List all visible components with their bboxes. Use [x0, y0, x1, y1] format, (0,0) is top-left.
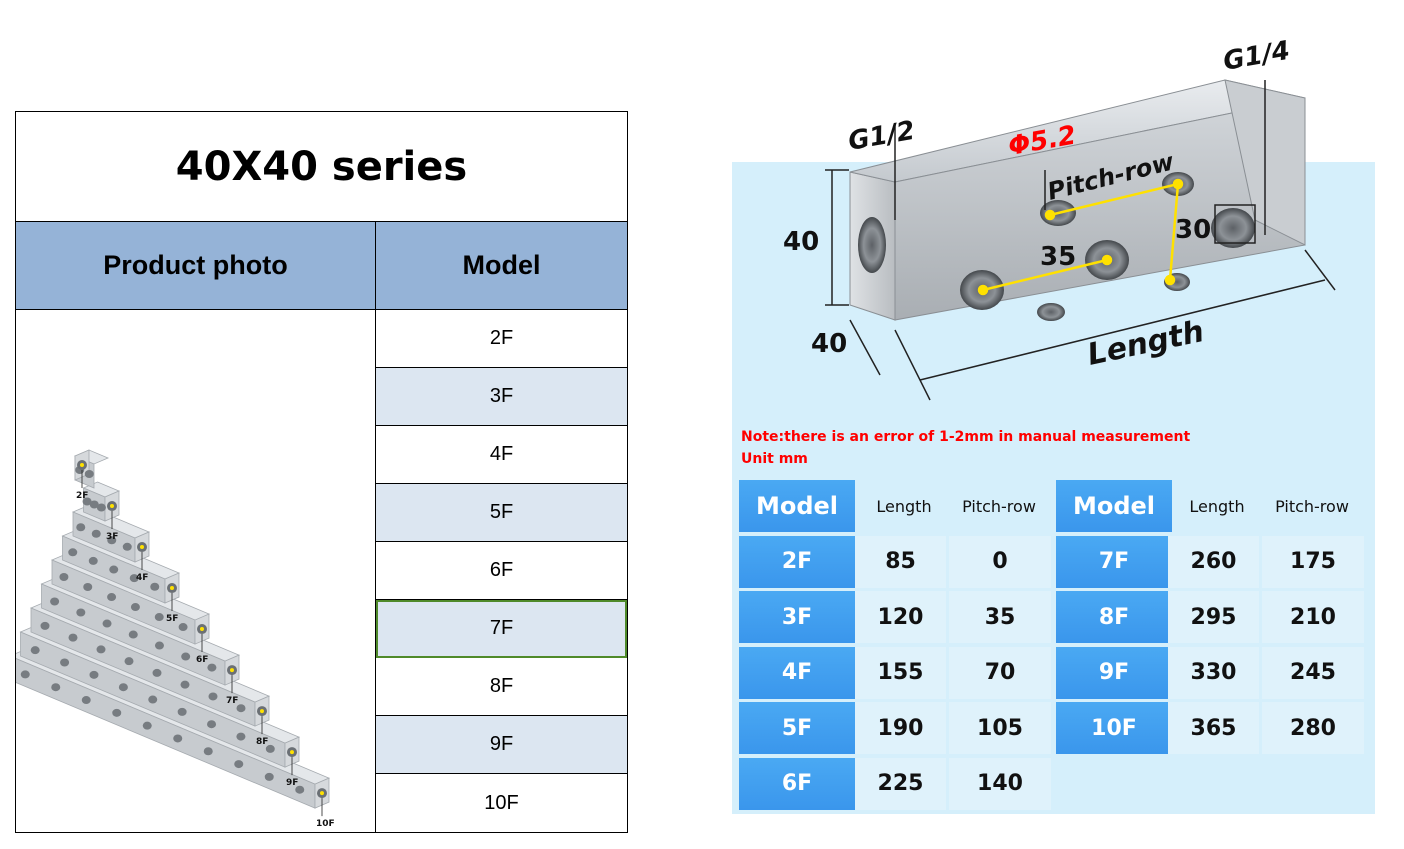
model-row-8f[interactable]: 8F	[376, 658, 627, 716]
label-length: Length	[1084, 314, 1207, 373]
bar-label: 3F	[106, 532, 118, 542]
spec-header-model-right: Model	[1056, 480, 1172, 532]
model-row-7f[interactable]: 7F	[376, 600, 627, 658]
manifold-bar: 2F	[73, 449, 110, 501]
model-list: 2F 3F 4F 5F 6F 7F 8F 9F 10F	[376, 310, 627, 832]
end-port-hole	[858, 217, 886, 273]
spec-length-cell: 260	[1168, 535, 1259, 588]
front-port-hole	[1211, 208, 1255, 248]
product-photo-cell: 10F 9F 8F 7F 6F 5F 4F 3F 2F	[8, 310, 376, 832]
spec-length-cell: 225	[855, 757, 946, 810]
header-model: Model	[376, 222, 627, 310]
spec-pitch-cell: 35	[949, 591, 1051, 643]
series-title: 40X40 series	[16, 112, 627, 222]
spec-model-cell: 10F	[1056, 702, 1172, 754]
spec-header-length-right: Length	[1189, 496, 1245, 516]
note-line-2: Unit mm	[741, 451, 808, 467]
model-row-4f[interactable]: 4F	[376, 426, 627, 484]
spec-header-model-left: Model	[739, 480, 855, 532]
spec-pitch-cell: 245	[1262, 646, 1364, 699]
spec-pitch-cell: 210	[1262, 591, 1364, 643]
model-row-3f[interactable]: 3F	[376, 368, 627, 426]
spec-model-cell: 5F	[739, 702, 855, 754]
spec-model-cell: 3F	[739, 591, 855, 643]
bar-label: 8F	[256, 737, 268, 747]
spec-length-cell: 365	[1168, 702, 1259, 754]
spec-header-pitch-left: Pitch-row	[962, 496, 1036, 516]
product-photo: 10F 9F 8F 7F 6F 5F 4F 3F 2F	[8, 449, 335, 829]
spec-model-cell: 8F	[1056, 591, 1172, 643]
spec-length-cell: 190	[855, 702, 946, 754]
model-row-10f[interactable]: 10F	[484, 791, 519, 814]
spec-length-cell: 330	[1168, 646, 1259, 699]
label-height-40: 40	[783, 227, 819, 257]
spec-length-cell: 85	[855, 535, 946, 588]
bar-label: 6F	[196, 655, 208, 665]
spec-model-cell: 4F	[739, 646, 855, 699]
dimension-lines	[825, 80, 1336, 401]
bar-label: 4F	[136, 573, 148, 583]
spec-pitch-cell: 175	[1262, 535, 1364, 588]
bar-label: 10F	[316, 819, 335, 829]
label-35: 35	[1040, 242, 1076, 272]
spec-length-cell: 295	[1168, 591, 1259, 643]
model-row-6f[interactable]: 6F	[376, 542, 627, 600]
spec-header-length-left: Length	[876, 496, 932, 516]
label-30: 30	[1175, 215, 1211, 245]
bar-label: 7F	[226, 696, 238, 706]
spec-pitch-cell: 0	[949, 535, 1051, 588]
spec-pitch-cell: 280	[1262, 702, 1364, 754]
model-row-5f[interactable]: 5F	[376, 484, 627, 542]
bar-label: 2F	[76, 491, 88, 501]
header-product-photo: Product photo	[16, 222, 376, 310]
spec-pitch-cell: 70	[949, 646, 1051, 699]
bar-label: 9F	[286, 778, 298, 788]
bar-label: 5F	[166, 614, 178, 624]
spec-length-cell: 120	[855, 591, 946, 643]
note-line-1: Note:there is an error of 1-2mm in manua…	[741, 429, 1191, 445]
label-width-40: 40	[811, 329, 847, 359]
spec-model-cell: 7F	[1056, 535, 1172, 588]
spec-header-pitch-right: Pitch-row	[1275, 496, 1349, 516]
model-row-2f[interactable]: 2F	[376, 310, 627, 368]
measurement-note: Note:there is an error of 1-2mm in manua…	[741, 426, 1190, 470]
label-g12: G1/2	[846, 116, 917, 157]
spec-model-cell: 6F	[739, 757, 855, 810]
pitch-lines	[977, 178, 1184, 296]
manifold-block-drawing: G1/2 G1/4 Φ5.2 Pitch-row 35 30 40 40 Len…	[783, 36, 1336, 401]
spec-length-cell: 155	[855, 646, 946, 699]
label-g14: G1/4	[1221, 36, 1292, 77]
spec-model-cell: 2F	[739, 535, 855, 588]
small-hole	[1037, 303, 1065, 321]
spec-model-cell: 9F	[1056, 646, 1172, 699]
model-row-9f[interactable]: 9F	[376, 716, 627, 774]
spec-pitch-cell: 105	[949, 702, 1051, 754]
spec-pitch-cell: 140	[949, 757, 1051, 810]
